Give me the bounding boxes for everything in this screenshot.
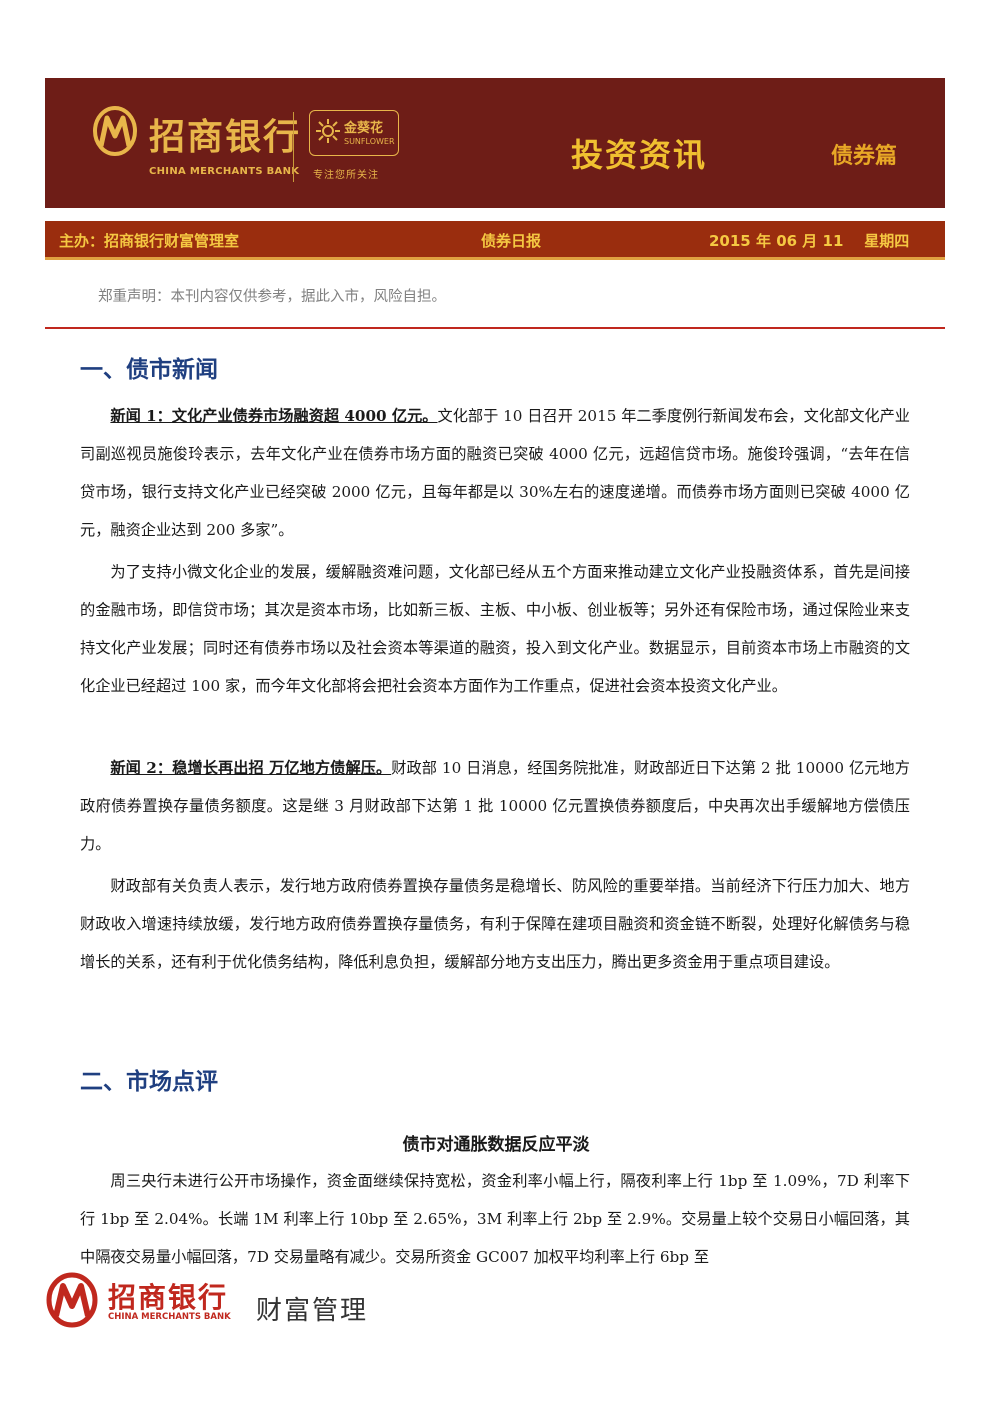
market-commentary-title: 债市对通胀数据反应平淡 <box>402 1135 590 1155</box>
sunflower-label-cn: 金葵花 <box>344 121 384 136</box>
footer-bank-name-cn: 招商银行 <box>108 1281 229 1314</box>
section-heading-market: 二、市场点评 <box>80 1069 218 1095</box>
logo-divider <box>293 112 294 182</box>
divider-rule <box>45 327 945 329</box>
report-date: 2015 年 06 月 11 星期四 <box>709 232 910 250</box>
report-name: 债券日报 <box>481 232 542 250</box>
footer-wealth-label: 财富管理 <box>256 1296 369 1326</box>
news-2-paragraph: 新闻 2：稳增长再出招 万亿地方债解压。财政部 10 日消息，经国务院批准，财政… <box>80 749 910 863</box>
market-commentary-paragraph: 周三央行未进行公开市场操作，资金面继续保持宽松，资金利率小幅上行，隔夜利率上行 … <box>80 1172 910 1266</box>
footer-bank-name-en: CHINA MERCHANTS BANK <box>108 1312 231 1322</box>
news-1-body: 文化部于 10 日召开 2015 年二季度例行新闻发布会，文化部文化产业司副巡视… <box>80 407 910 539</box>
sunflower-label-en: SUNFLOWER <box>344 137 395 146</box>
sponsor-label: 主办：招商银行财富管理室 <box>59 232 240 250</box>
header-banner: 招商银行 CHINA MERCHANTS BANK 金葵花 SUNFLOWER … <box>45 78 945 208</box>
banner-title: 投资资讯 <box>571 136 708 174</box>
slogan: 专注您所关注 <box>313 170 379 181</box>
news-2-paragraph-2: 财政部有关负责人表示，发行地方政府债券置换存量债务是稳增长、防风险的重要举措。当… <box>80 877 910 971</box>
disclaimer: 郑重声明：本刊内容仅供参考，据此入市，风险自担。 <box>98 289 446 305</box>
cmb-logo-icon <box>93 106 137 156</box>
bank-name-en: CHINA MERCHANTS BANK <box>149 166 300 177</box>
sunflower-badge: 金葵花 SUNFLOWER <box>309 110 399 156</box>
banner-subtitle: 债券篇 <box>831 144 898 169</box>
news-1-paragraph-2: 为了支持小微文化企业的发展，缓解融资难问题，文化部已经从五个方面来推动建立文化产… <box>80 563 910 695</box>
news-2-title: 新闻 2：稳增长再出招 万亿地方债解压。 <box>110 759 392 777</box>
sunflower-icon <box>316 119 340 143</box>
info-bar: 主办：招商银行财富管理室 债券日报 2015 年 06 月 11 星期四 <box>45 221 945 260</box>
news-2-body: 财政部 10 日消息，经国务院批准，财政部近日下达第 2 批 10000 亿元地… <box>80 759 910 853</box>
news-1-title: 新闻 1：文化产业债券市场融资超 4000 亿元。 <box>110 407 438 425</box>
cmb-logo-icon <box>46 1272 98 1328</box>
bank-name-cn: 招商银行 <box>149 117 302 158</box>
section-heading-news: 一、债市新闻 <box>80 357 218 383</box>
news-1-paragraph: 新闻 1：文化产业债券市场融资超 4000 亿元。文化部于 10 日召开 201… <box>80 397 910 549</box>
